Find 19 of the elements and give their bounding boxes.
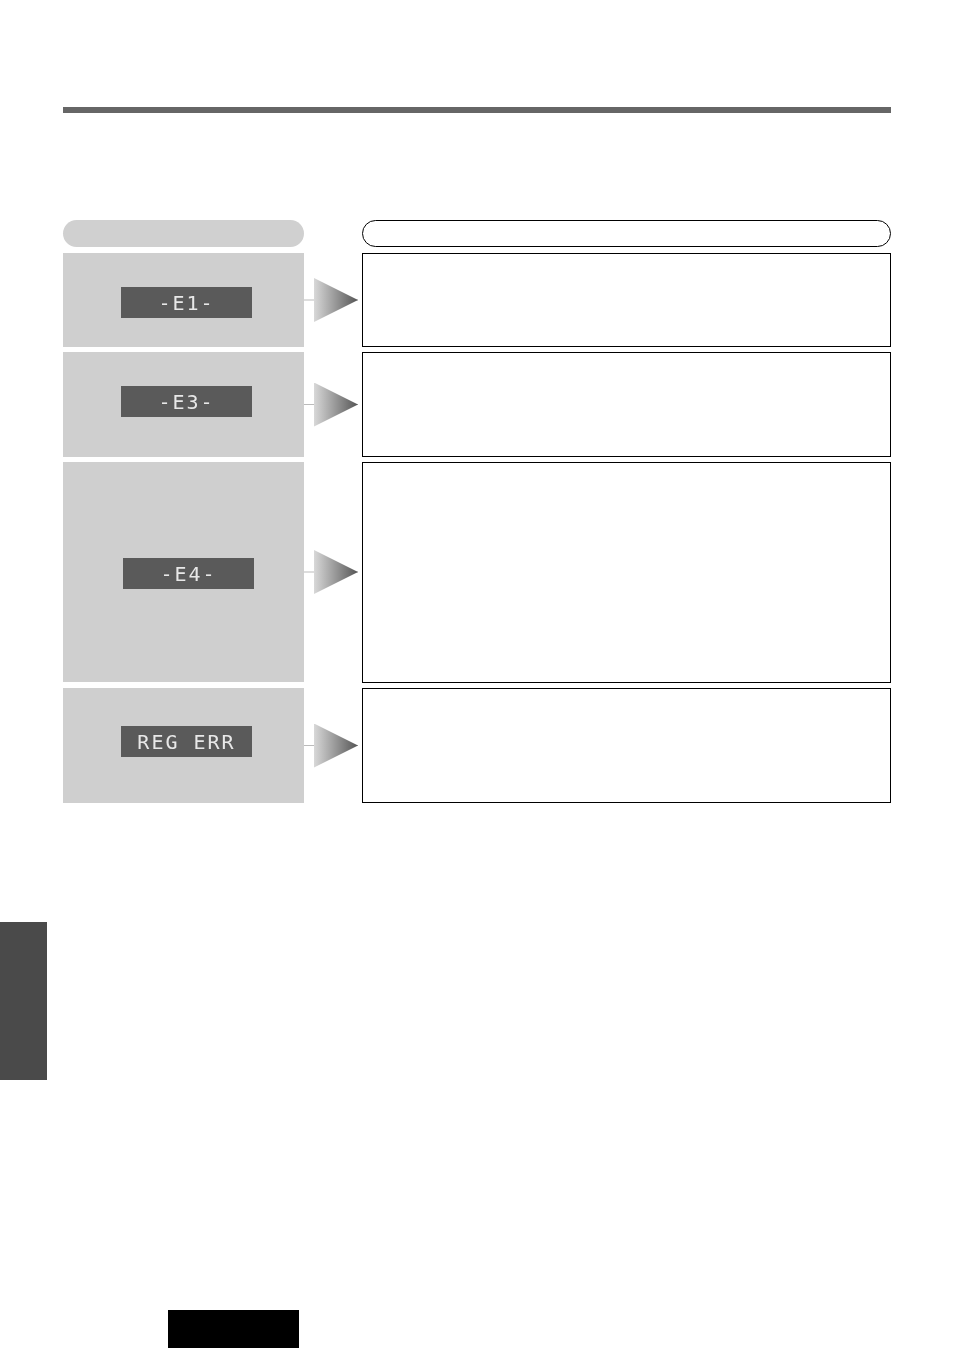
display-panel bbox=[63, 352, 304, 457]
text-box bbox=[362, 688, 891, 803]
arrow bbox=[303, 550, 359, 594]
column-header bbox=[63, 220, 304, 247]
lcd-display: REG ERR bbox=[121, 726, 252, 757]
text-box bbox=[362, 462, 891, 683]
side-tab bbox=[0, 922, 47, 1080]
lcd-display: -E4- bbox=[123, 558, 254, 589]
display-panel bbox=[63, 253, 304, 347]
text-box bbox=[362, 253, 891, 347]
display-panel bbox=[63, 688, 304, 803]
lcd-display: -E1- bbox=[121, 287, 252, 318]
text-box bbox=[362, 352, 891, 457]
arrow bbox=[303, 278, 359, 322]
display-panel bbox=[63, 462, 304, 682]
arrow bbox=[303, 382, 359, 427]
column-header bbox=[362, 220, 891, 247]
lcd-display: -E3- bbox=[121, 386, 252, 417]
arrow bbox=[303, 723, 359, 768]
